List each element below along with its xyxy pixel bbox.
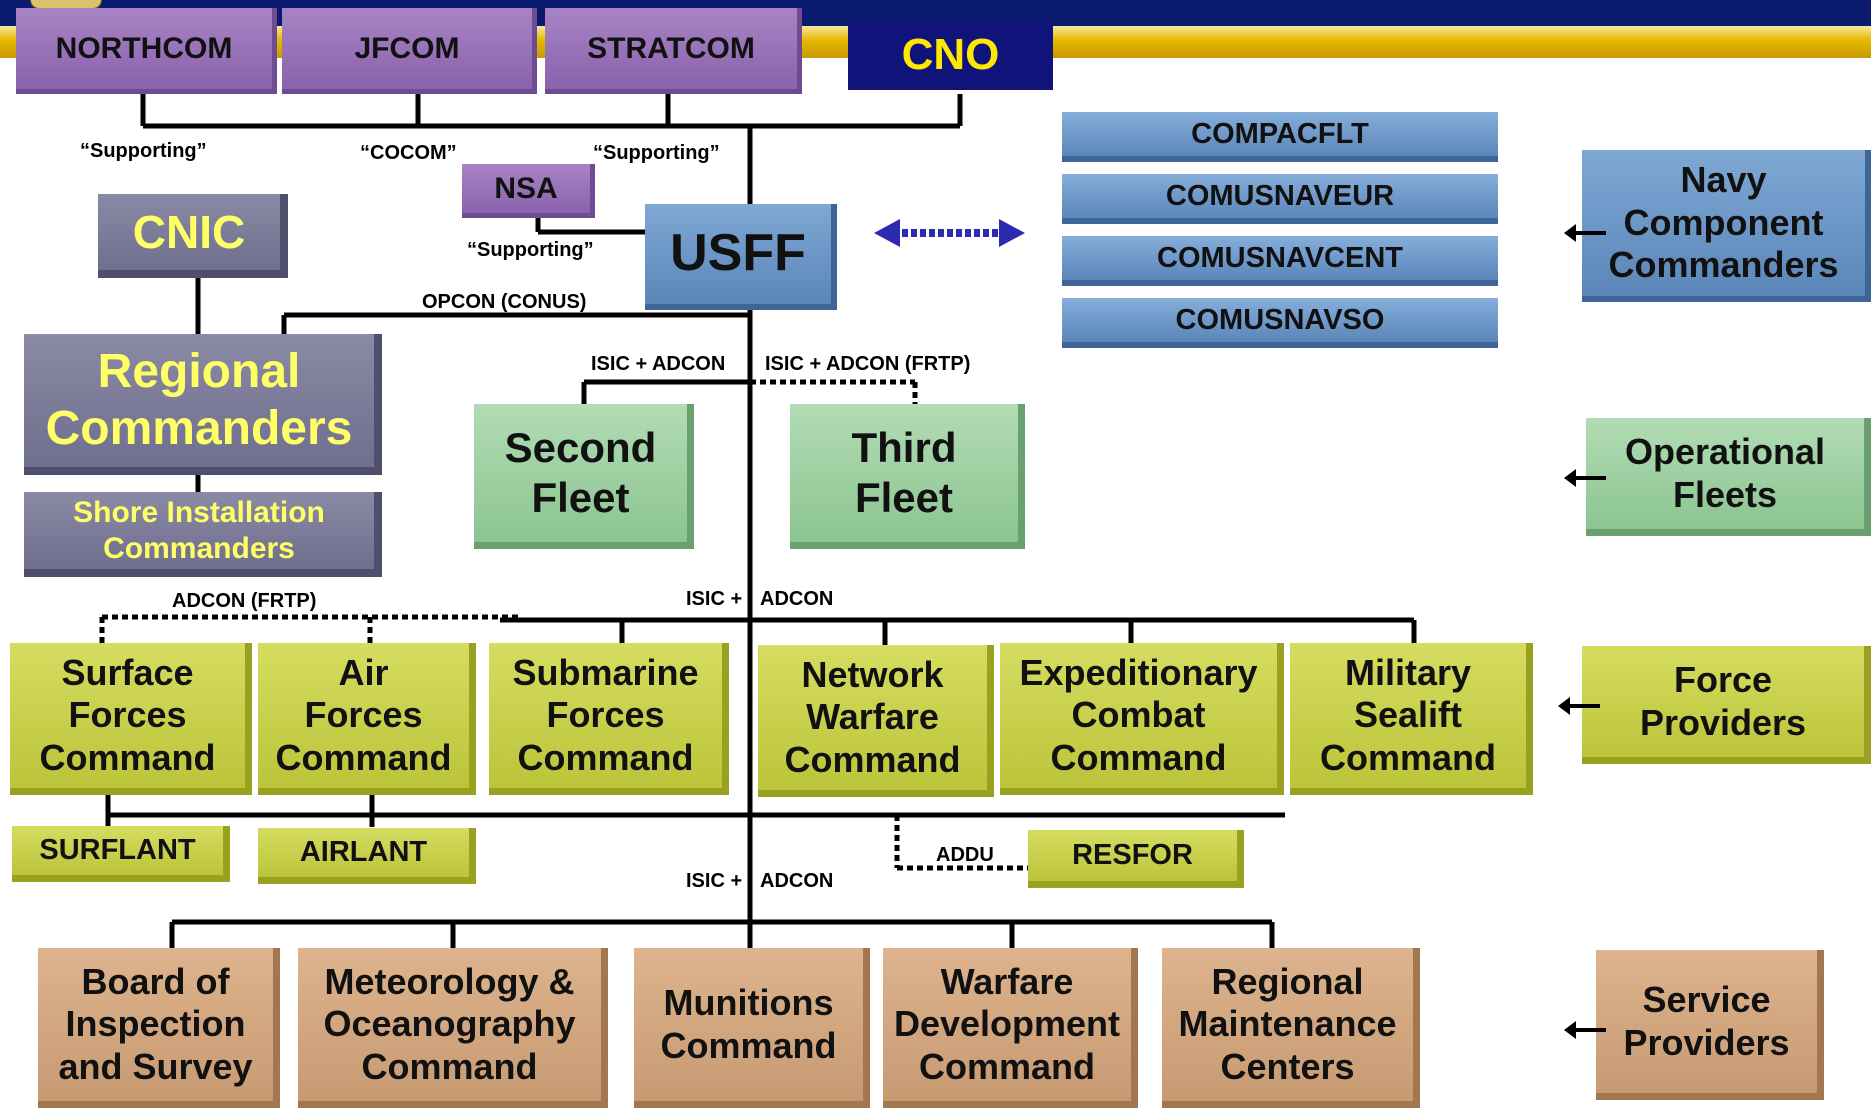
board-inspection-box: Board of Inspection and Survey (38, 948, 280, 1108)
isic-label: ISIC + (686, 588, 743, 610)
warfare-development-box: Warfare Development Command (883, 948, 1138, 1108)
supporting-label: “Supporting” (467, 239, 594, 261)
cno-box: CNO (848, 20, 1053, 90)
munitions-label: Munitions Command (660, 982, 837, 1066)
second-fleet-label: Second Fleet (504, 424, 657, 521)
legend-service-providers-box: Service Providers (1596, 950, 1824, 1100)
surflant-label: SURFLANT (39, 834, 196, 867)
northcom-box: NORTHCOM (16, 8, 277, 94)
air-forces-box: Air Forces Command (258, 643, 476, 795)
cnic-label: CNIC (132, 205, 246, 258)
regional-maintenance-box: Regional Maintenance Centers (1162, 948, 1420, 1108)
meteorology-oceanography-box: Meteorology & Oceanography Command (298, 948, 608, 1108)
jfcom-label: JFCOM (354, 31, 460, 65)
submarine-forces-box: Submarine Forces Command (489, 643, 729, 795)
nsa-box: NSA (462, 164, 595, 218)
compacflt-label: COMPACFLT (1191, 117, 1369, 150)
adcon-frtp-label: ADCON (FRTP) (172, 590, 317, 612)
surflant-box: SURFLANT (12, 826, 230, 882)
third-fleet-label: Third Fleet (851, 424, 957, 521)
warfare-development-label: Warfare Development Command (893, 960, 1121, 1087)
cocom-label: “COCOM” (360, 142, 457, 164)
arrow-left-icon (1564, 224, 1606, 242)
cno-label: CNO (901, 30, 1000, 80)
legend-operational-fleets-label: Operational Fleets (1624, 431, 1826, 515)
stratcom-label: STRATCOM (587, 31, 755, 65)
network-warfare-label: Network Warfare Command (784, 653, 961, 780)
network-warfare-box: Network Warfare Command (758, 645, 994, 797)
military-sealift-label: Military Sealift Command (1319, 651, 1496, 778)
comusnavcent-box: COMUSNAVCENT (1062, 236, 1498, 286)
usff-box: USFF (645, 204, 837, 310)
shore-installation-label: Shore Installation Commanders (73, 496, 325, 565)
board-inspection-label: Board of Inspection and Survey (58, 960, 253, 1087)
supporting-label: “Supporting” (80, 140, 207, 162)
air-forces-label: Air Forces Command (275, 651, 452, 778)
regional-commanders-label: Regional Commanders (45, 344, 353, 455)
isic-adcon-frtp-label: ISIC + ADCON (FRTP) (765, 353, 971, 375)
northcom-label: NORTHCOM (55, 31, 233, 65)
opcon-label: OPCON (CONUS) (422, 291, 587, 313)
cnic-box: CNIC (98, 194, 288, 278)
usff-component-arrow (874, 219, 1025, 247)
comusnaveur-box: COMUSNAVEUR (1062, 174, 1498, 224)
third-fleet-box: Third Fleet (790, 404, 1025, 549)
surface-forces-label: Surface Forces Command (39, 651, 216, 778)
arrow-left-icon (1564, 1021, 1606, 1039)
legend-navy-component-box: Navy Component Commanders (1582, 150, 1871, 302)
legend-service-providers-label: Service Providers (1623, 979, 1790, 1063)
surface-forces-box: Surface Forces Command (10, 643, 252, 795)
legend-operational-fleets-box: Operational Fleets (1586, 418, 1871, 536)
resfor-box: RESFOR (1028, 830, 1244, 888)
legend-force-providers-box: Force Providers (1582, 646, 1871, 764)
second-fleet-box: Second Fleet (474, 404, 694, 549)
regional-maintenance-label: Regional Maintenance Centers (1178, 960, 1397, 1087)
shore-installation-box: Shore Installation Commanders (24, 492, 382, 577)
jfcom-box: JFCOM (282, 8, 537, 94)
airlant-box: AIRLANT (258, 828, 476, 884)
usff-label: USFF (670, 224, 806, 283)
nsa-label: NSA (494, 171, 558, 205)
adcon-label: ADCON (760, 588, 834, 610)
supporting-label: “Supporting” (593, 142, 720, 164)
regional-commanders-box: Regional Commanders (24, 334, 382, 475)
comusnaveur-label: COMUSNAVEUR (1165, 179, 1395, 212)
arrow-left-icon (1564, 469, 1606, 487)
expeditionary-combat-label: Expeditionary Combat Command (1019, 651, 1258, 778)
adcon-label: ADCON (760, 870, 834, 892)
isic-adcon-label: ISIC + ADCON (591, 353, 726, 375)
isic-label: ISIC + (686, 870, 743, 892)
arrow-left-icon (1558, 697, 1600, 715)
addu-label: ADDU (936, 844, 994, 866)
munitions-box: Munitions Command (634, 948, 870, 1108)
stratcom-box: STRATCOM (545, 8, 802, 94)
comusnavso-box: COMUSNAVSO (1062, 298, 1498, 348)
submarine-forces-label: Submarine Forces Command (512, 651, 699, 778)
legend-navy-component-label: Navy Component Commanders (1608, 159, 1839, 286)
airlant-label: AIRLANT (299, 836, 428, 869)
expeditionary-combat-box: Expeditionary Combat Command (1000, 643, 1284, 795)
resfor-label: RESFOR (1072, 839, 1193, 872)
military-sealift-box: Military Sealift Command (1290, 643, 1533, 795)
legend-force-providers-label: Force Providers (1639, 659, 1807, 743)
comusnavcent-label: COMUSNAVCENT (1157, 241, 1403, 274)
comusnavso-label: COMUSNAVSO (1175, 303, 1385, 336)
compacflt-box: COMPACFLT (1062, 112, 1498, 162)
meteorology-oceanography-label: Meteorology & Oceanography Command (323, 960, 576, 1087)
